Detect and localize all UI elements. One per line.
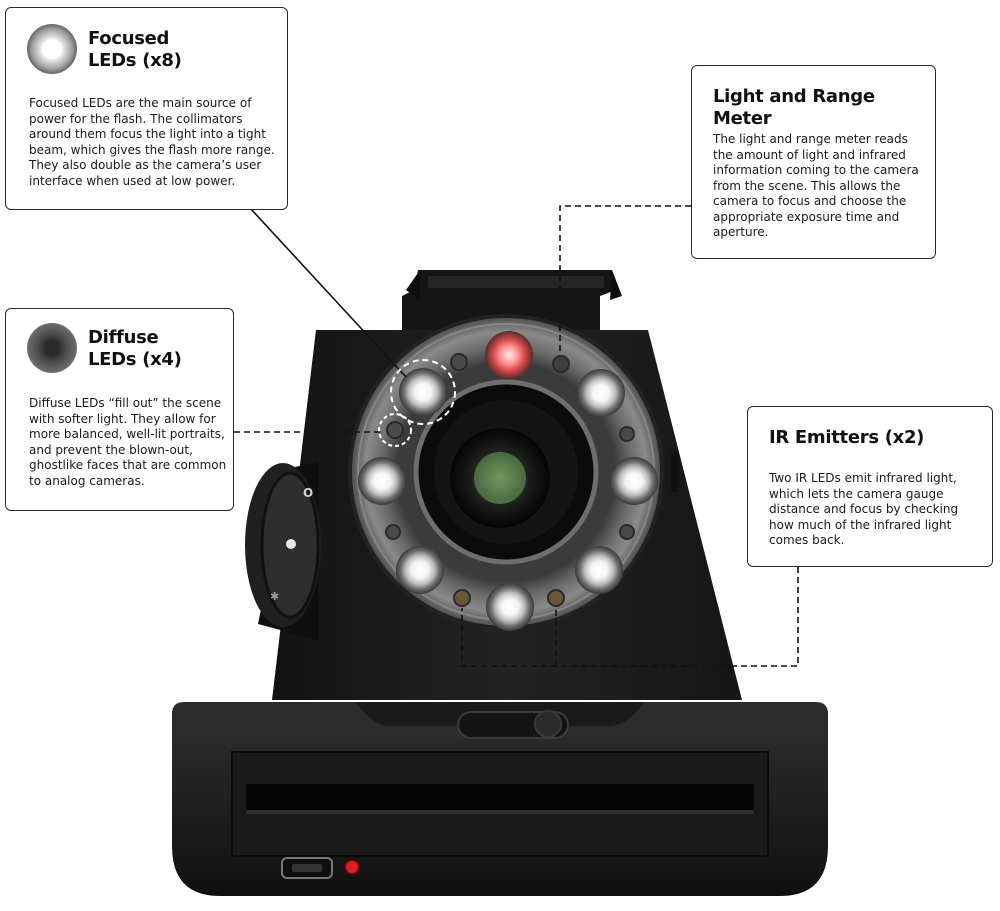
diffuse-led <box>385 524 401 540</box>
diffuse-led <box>450 353 468 371</box>
focused-leds <box>358 331 658 631</box>
callout-ir-emitters: IR Emitters (x2) Two IR LEDs emit infrar… <box>747 406 993 567</box>
lens <box>413 379 599 565</box>
svg-text:O: O <box>303 486 313 500</box>
focused-led <box>399 368 447 416</box>
callout-meter-body: The light and range meter reads the amou… <box>713 132 919 239</box>
focused-led <box>577 369 625 417</box>
callout-focused-title-line2: LEDs (x8) <box>88 50 182 71</box>
callout-diffuse-body: Diffuse LEDs “fill out” the scene with s… <box>29 396 227 488</box>
focused-led <box>486 583 534 631</box>
svg-text:✱: ✱ <box>270 590 279 603</box>
film-slot <box>246 784 754 810</box>
focused-led <box>358 457 406 505</box>
diffuse-led <box>619 426 635 442</box>
ir-emitter <box>547 589 565 607</box>
highlight-focused-led <box>390 359 456 425</box>
highlight-diffuse-led <box>378 413 412 447</box>
leader-ir <box>461 567 799 667</box>
focused-led-red <box>485 331 533 379</box>
power-indicator-light <box>344 859 360 875</box>
dial-indicator-dot <box>286 539 296 549</box>
focused-led <box>396 546 444 594</box>
callout-focused-title-line1: Focused <box>88 28 170 49</box>
callout-diffuse-title-line2: LEDs (x4) <box>88 349 182 370</box>
callout-ir-body: Two IR LEDs emit infrared light, which l… <box>769 471 959 547</box>
strap-lug <box>671 452 679 492</box>
diffuse-led <box>386 421 404 439</box>
callout-focused-body: Focused LEDs are the main source of powe… <box>29 96 275 188</box>
camera-base <box>172 702 828 896</box>
usb-port <box>281 857 333 879</box>
focused-led <box>610 457 658 505</box>
range-meter-sensor <box>552 355 570 373</box>
ir-emitters <box>453 589 565 607</box>
diffuse-led <box>619 524 635 540</box>
shutter-slider <box>457 710 569 739</box>
callout-ir-title: IR Emitters (x2) <box>769 427 925 448</box>
leader-lines <box>234 205 799 667</box>
focused-led <box>575 546 623 594</box>
callout-diffuse-title-line1: Diffuse <box>88 327 159 348</box>
ir-emitter <box>453 589 471 607</box>
callout-meter-title: Light and Range Meter <box>713 86 875 129</box>
leader-meter <box>559 205 691 355</box>
callout-light-range-meter: Light and Range Meter The light and rang… <box>691 65 936 259</box>
side-dial: O ✱ <box>245 462 321 640</box>
diffuse-led-icon <box>27 323 77 373</box>
focused-led-icon <box>27 24 77 74</box>
diffuse-leds <box>385 353 635 540</box>
leader-focused <box>249 207 407 378</box>
